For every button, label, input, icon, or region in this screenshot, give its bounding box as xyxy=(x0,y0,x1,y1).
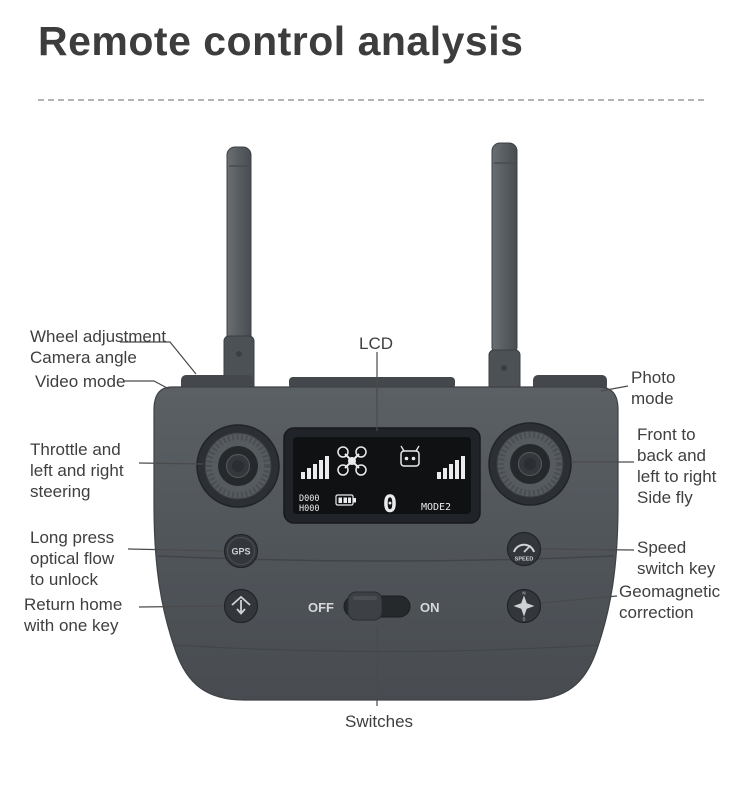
leader-photo-mode xyxy=(600,385,629,392)
leader-speed xyxy=(540,548,635,551)
gauge-icon xyxy=(513,543,535,553)
label-geomagnetic: Geomagnetic correction xyxy=(619,582,721,622)
label-speed-switch-key: Speed switch key xyxy=(637,538,716,578)
label-lcd: LCD xyxy=(359,334,394,353)
right-antenna xyxy=(488,142,521,406)
leader-throttle xyxy=(138,462,204,465)
leader-wheel xyxy=(120,341,197,375)
switch-on-label: ON xyxy=(420,600,440,615)
switch-off-label: OFF xyxy=(308,600,334,615)
body-seam-upper xyxy=(157,555,615,562)
speed-button-label: SPEED xyxy=(515,557,534,563)
lcd-distance: D000 xyxy=(299,494,319,504)
label-throttle: Throttle and left and right steering xyxy=(30,440,124,501)
top-edge xyxy=(289,377,455,389)
power-switch: OFF ON xyxy=(308,591,440,621)
leader-long-press xyxy=(127,548,225,552)
gps-button-label: GPS xyxy=(231,547,250,557)
label-front-back: Front to back and left to right Side fly xyxy=(637,425,717,507)
signal-bars-left-icon xyxy=(301,456,329,479)
return-home-button xyxy=(223,588,259,624)
lcd-mode: MODE2 xyxy=(421,502,451,513)
drone-icon xyxy=(337,446,367,476)
label-long-press: Long press optical flow to unlock xyxy=(30,528,115,589)
dashed-divider xyxy=(38,99,706,101)
lcd-height: H000 xyxy=(299,504,319,514)
home-arrow-icon xyxy=(231,595,251,615)
left-antenna xyxy=(223,146,255,395)
left-joystick xyxy=(196,424,280,508)
label-wheel-adjustment: Wheel adjustment Camera angle xyxy=(30,327,167,367)
svg-text:S: S xyxy=(522,617,525,622)
compass-star-icon: N S xyxy=(513,591,535,622)
svg-text:N: N xyxy=(522,591,525,596)
leader-return-home xyxy=(138,605,225,608)
speed-button: SPEED xyxy=(506,531,542,567)
gps-button: GPS xyxy=(223,533,259,569)
signal-bars-right-icon xyxy=(437,456,465,479)
controller-icon xyxy=(400,445,420,467)
label-switches: Switches xyxy=(345,712,414,731)
leader-geomagnetic xyxy=(540,595,618,604)
leader-lines xyxy=(120,341,635,706)
label-photo-mode: Photo mode xyxy=(631,368,676,408)
body-seam-lower xyxy=(172,644,600,652)
label-video-mode: Video mode xyxy=(35,372,126,391)
label-return-home: Return home with one key xyxy=(24,595,123,635)
lcd-big-digit: 0 xyxy=(383,490,397,518)
compass-button: N S xyxy=(506,588,542,624)
leader-video-mode xyxy=(124,380,170,390)
battery-icon xyxy=(335,494,356,506)
right-joystick xyxy=(488,422,572,506)
page-title: Remote control analysis xyxy=(38,18,524,64)
lcd-screen: D000 H000 0 MODE2 xyxy=(283,427,481,524)
